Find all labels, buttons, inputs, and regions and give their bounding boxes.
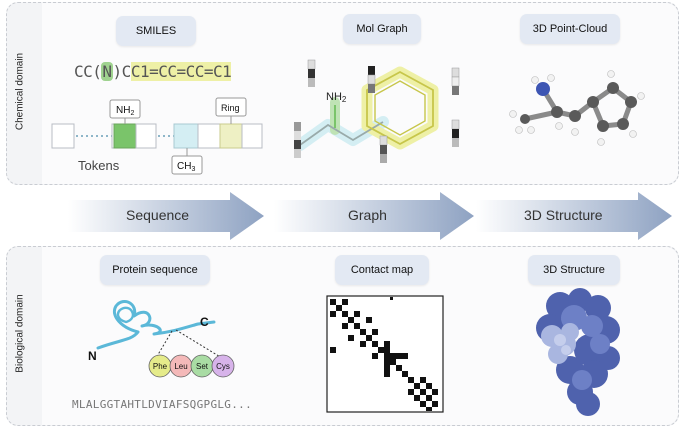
- n-terminus-label: N: [88, 349, 97, 363]
- c-terminus-label: C: [200, 315, 209, 329]
- pointcloud-title: 3D Point-Cloud: [520, 14, 620, 44]
- feature-vector-1: [307, 59, 316, 87]
- residue-leu: Leu: [169, 354, 193, 378]
- protein-sequence-title: Protein sequence: [100, 255, 210, 285]
- graph-backbone: [299, 121, 384, 146]
- residue-phe: Phe: [148, 354, 172, 378]
- protein-sequence-text: MLALGGTAHTLDVIAFSQGPGLG...: [72, 398, 252, 411]
- ch3-callout-text: CH3: [177, 161, 195, 173]
- svg-text:Cys: Cys: [216, 362, 230, 371]
- token-box-3: [135, 123, 157, 149]
- structure-arrow: [476, 192, 672, 240]
- feature-vector-6: [451, 119, 460, 147]
- graph-ring: [366, 70, 434, 146]
- smiles-nitrogen: N: [101, 62, 113, 81]
- graph-label: Graph: [348, 207, 387, 223]
- contact-map: [326, 295, 444, 413]
- residue-cys: Cys: [211, 354, 235, 378]
- tokens-label: Tokens: [78, 158, 120, 173]
- protein-backbone: [96, 300, 216, 350]
- svg-text:Phe: Phe: [153, 362, 168, 371]
- nitrogen-atom: [536, 82, 550, 96]
- feature-vector-4: [379, 135, 388, 163]
- sequence-arrow: [68, 192, 264, 240]
- graph-ring-glow: [361, 66, 439, 150]
- token-box-4: [197, 123, 221, 149]
- smiles-mid: )C: [112, 62, 132, 81]
- svg-text:Set: Set: [196, 362, 209, 371]
- svg-text:Leu: Leu: [174, 362, 187, 371]
- mol-graph: NH2: [294, 59, 460, 163]
- 3d-structure-title: 3D Structure: [528, 255, 620, 285]
- protein-chain: N C Phe Leu Set Cys: [88, 300, 235, 378]
- molgraph-title: Mol Graph: [343, 14, 421, 44]
- token-box-1: [51, 123, 75, 149]
- graph-arrow: [274, 192, 474, 240]
- nh2-callout-text: NH2: [116, 105, 134, 117]
- chemical-domain-label: Chemical domain: [14, 52, 26, 131]
- structure-label: 3D Structure: [524, 207, 603, 223]
- smiles-ring: C1=CC=CC=C1: [130, 62, 232, 81]
- residue-set: Set: [190, 354, 214, 378]
- token-box-ring: [219, 123, 243, 149]
- biological-domain-label: Biological domain: [14, 294, 26, 373]
- token-box-nh2: [113, 123, 137, 149]
- feature-vector-3: [294, 122, 301, 158]
- flow-arrows: [68, 192, 672, 240]
- smiles-string: CC(N)CC1=CC=CC=C1: [74, 62, 232, 81]
- sequence-label: Sequence: [126, 207, 190, 223]
- smiles-title: SMILES: [116, 16, 196, 46]
- ring-callout-text: Ring: [221, 103, 240, 113]
- graph-ring-inner: [374, 80, 426, 136]
- point-cloud-molecule: [509, 70, 645, 146]
- feature-vector-5: [451, 67, 460, 95]
- token-box-ch3: [173, 123, 199, 149]
- protein-3d-structure: [536, 288, 620, 416]
- token-box-5: [241, 123, 263, 149]
- contact-map-title: Contact map: [335, 255, 429, 285]
- smiles-prefix: CC(: [74, 62, 102, 81]
- graph-nh2-label: NH2: [326, 91, 347, 104]
- tokens-diagram: NH2 Ring CH3 Tokens: [51, 97, 263, 175]
- feature-vector-2: [367, 66, 376, 93]
